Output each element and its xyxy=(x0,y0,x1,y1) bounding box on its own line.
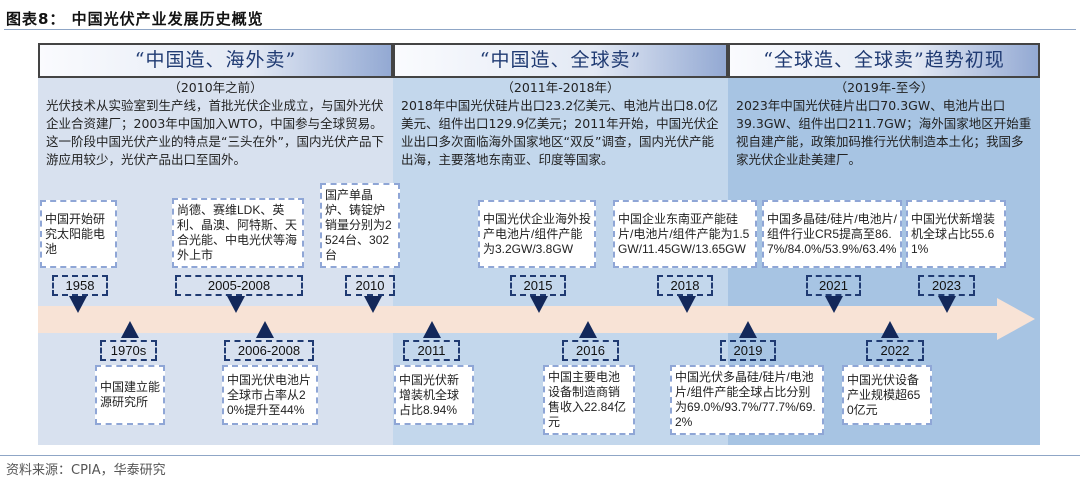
event-text: 中国建立能源研究所 xyxy=(100,380,161,409)
timeline-arrow-band xyxy=(38,306,998,333)
source-note: 资料来源：CPIA，华泰研究 xyxy=(6,463,166,478)
event-year: 2016 xyxy=(562,340,619,361)
timeline-arrowhead xyxy=(997,298,1035,340)
event-year: 1958 xyxy=(52,275,108,296)
event-year: 1970s xyxy=(100,340,157,361)
event-text: 中国光伏电池片全球市占率从20%提升至44% xyxy=(227,372,312,417)
triangle-up-icon xyxy=(579,321,597,338)
event-card: 中国多晶硅/硅片/电池片/组件行业CR5提高至86.7%/84.0%/53.9%… xyxy=(762,200,902,268)
event-card: 中国光伏新增装机全球占比8.94% xyxy=(394,365,474,425)
triangle-up-icon xyxy=(121,321,139,338)
event-year: 2018 xyxy=(657,275,713,296)
event-year: 2005-2008 xyxy=(175,275,303,296)
event-text: 国产单晶炉、铸锭炉销量分别为2524台、302台 xyxy=(325,188,392,262)
event-year: 2015 xyxy=(510,275,566,296)
phase-description: 光伏技术从实验室到生产线，首批光伏企业成立，与国外光伏企业合资建厂；2003年中… xyxy=(46,98,384,167)
event-card: 中国光伏多晶硅/硅片/电池片/组件产能全球占比分别为69.0%/93.7%/77… xyxy=(670,365,824,435)
event-year: 2023 xyxy=(918,275,975,296)
event-card: 中国光伏新增装机全球占比55.61% xyxy=(906,200,1006,268)
event-card: 国产单晶炉、铸锭炉销量分别为2524台、302台 xyxy=(320,183,400,268)
triangle-up-icon xyxy=(256,321,274,338)
phase-header-2: “中国造、全球卖” xyxy=(393,43,728,78)
triangle-down-icon xyxy=(364,296,382,313)
event-year: 2019 xyxy=(720,340,776,361)
event-card: 中国开始研究太阳能电池 xyxy=(40,200,117,268)
phase-description: 2018年中国光伏硅片出口23.2亿美元、电池片出口8.0亿美元、组件出口129… xyxy=(401,98,719,167)
phase-period: （2010年之前） xyxy=(168,80,263,95)
event-year: 2022 xyxy=(866,340,924,361)
event-text: 中国多晶硅/硅片/电池片/组件行业CR5提高至86.7%/84.0%/53.9%… xyxy=(767,211,898,256)
event-text: 中国光伏企业海外投产电池片/组件产能为3.2GW/3.8GW xyxy=(483,211,592,256)
event-year: 2021 xyxy=(806,275,861,296)
phase-header-1: “中国造、海外卖” xyxy=(38,43,393,78)
footer-divider xyxy=(0,455,1080,456)
phase-description: 2023年中国光伏硅片出口70.3GW、电池片出口39.3GW、组件出口211.… xyxy=(736,98,1032,167)
event-text: 中国主要电池设备制造商销售收入22.84亿元 xyxy=(548,370,627,429)
event-card: 尚德、赛维LDK、英利、晶澳、阿特斯、天合光能、中电光伏等海外上市 xyxy=(172,198,304,268)
event-text: 中国光伏设备产业规模超650亿元 xyxy=(847,372,921,417)
triangle-up-icon xyxy=(739,321,757,338)
event-card: 中国光伏设备产业规模超650亿元 xyxy=(842,365,932,425)
event-text: 中国光伏多晶硅/硅片/电池片/组件产能全球占比分别为69.0%/93.7%/77… xyxy=(675,370,816,429)
event-year: 2010 xyxy=(345,275,395,296)
event-text: 中国企业东南亚产能硅片/电池片/组件产能为1.5GW/11.45GW/13.65… xyxy=(618,211,750,256)
event-year: 2006-2008 xyxy=(224,340,314,361)
triangle-down-icon xyxy=(825,296,843,313)
event-card: 中国企业东南亚产能硅片/电池片/组件产能为1.5GW/11.45GW/13.65… xyxy=(613,200,757,268)
title-divider xyxy=(4,29,1076,30)
triangle-down-icon xyxy=(69,296,87,313)
event-year: 2011 xyxy=(403,340,460,361)
triangle-down-icon xyxy=(678,296,696,313)
event-card: 中国光伏电池片全球市占率从20%提升至44% xyxy=(222,365,318,425)
event-text: 中国开始研究太阳能电池 xyxy=(45,211,106,256)
event-card: 中国光伏企业海外投产电池片/组件产能为3.2GW/3.8GW xyxy=(478,200,596,268)
phase-period: （2019年-至今） xyxy=(834,80,934,95)
event-text: 中国光伏新增装机全球占比8.94% xyxy=(399,372,460,417)
event-text: 中国光伏新增装机全球占比55.61% xyxy=(911,211,996,256)
triangle-down-icon xyxy=(530,296,548,313)
event-text: 尚德、赛维LDK、英利、晶澳、阿特斯、天合光能、中电光伏等海外上市 xyxy=(177,203,298,262)
phase-period: （2011年-2018年） xyxy=(501,80,620,95)
event-card: 中国建立能源研究所 xyxy=(95,365,165,425)
figure-title: 图表8： 中国光伏产业发展历史概览 xyxy=(6,10,264,28)
triangle-down-icon xyxy=(227,296,245,313)
event-card: 中国主要电池设备制造商销售收入22.84亿元 xyxy=(543,365,635,435)
triangle-up-icon xyxy=(423,321,441,338)
phase-header-3: “全球造、全球卖”趋势初现 xyxy=(728,43,1040,78)
triangle-down-icon xyxy=(938,296,956,313)
triangle-up-icon xyxy=(881,321,899,338)
